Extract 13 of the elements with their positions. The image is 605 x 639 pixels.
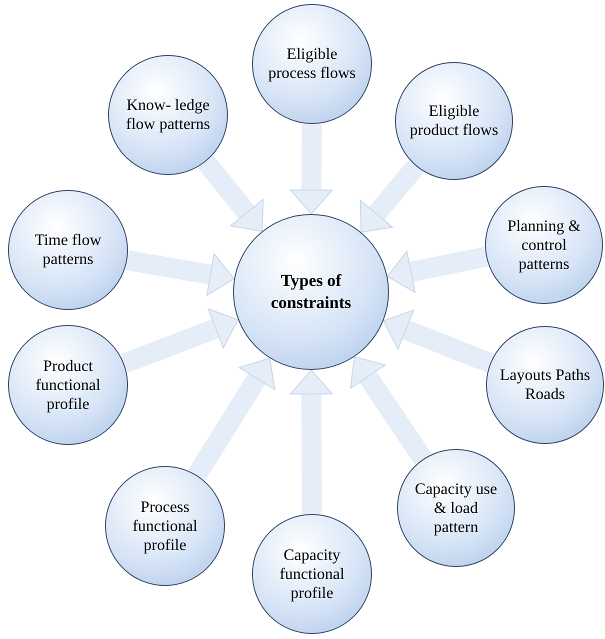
block-arrow bbox=[386, 246, 488, 293]
circle-label: Know- ledge flow patterns bbox=[125, 96, 211, 134]
circle-label: Product functional profile bbox=[34, 356, 102, 414]
circle-label: Layouts Paths Roads bbox=[499, 366, 591, 404]
circle-label: Time flow patterns bbox=[34, 231, 102, 269]
circle-label: Capacity functional profile bbox=[278, 546, 346, 602]
circle-label: Capacity use & load pattern bbox=[414, 480, 498, 536]
circle-label: Eligible process flows bbox=[267, 45, 357, 83]
circle-label: Eligible product flows bbox=[408, 102, 500, 140]
circle-label: Process functional profile bbox=[132, 498, 198, 554]
center-label: Types of constraints bbox=[270, 270, 352, 314]
block-arrow bbox=[290, 370, 333, 514]
circle-label: Planning & control patterns bbox=[506, 216, 582, 274]
